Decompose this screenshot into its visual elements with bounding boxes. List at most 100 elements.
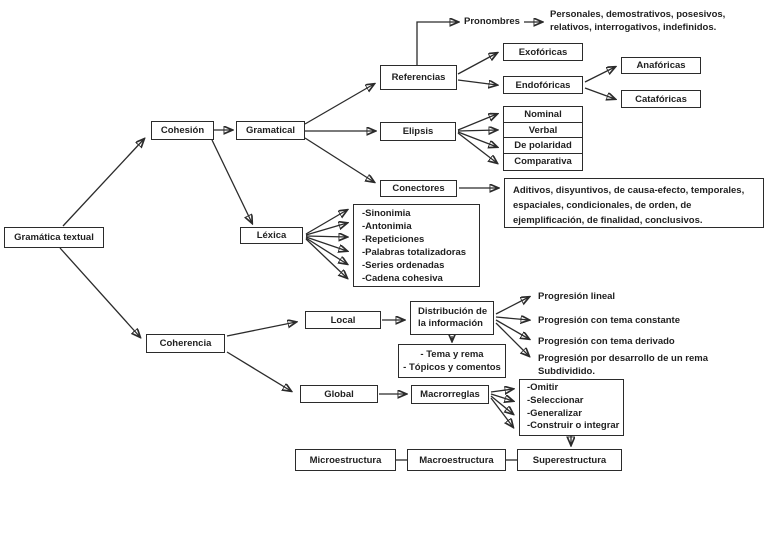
node-label: Microestructura <box>309 454 382 466</box>
node-global: Global <box>300 385 378 403</box>
macrorreglas-item: -Seleccionar <box>527 394 584 406</box>
arrow-coherencia-to-global <box>226 351 291 391</box>
arrow-elipsis-to-comparativa <box>457 132 497 163</box>
node-label: Referencias <box>391 72 446 83</box>
node-label: Conectores <box>392 183 445 194</box>
node-label: Endofóricas <box>515 79 571 91</box>
progresion-item-2: Progresión con tema constante <box>538 315 708 327</box>
node-label: De polaridad <box>514 140 572 151</box>
node-superestructura: Superestructura <box>517 449 622 471</box>
node-label: Macroestructura <box>419 454 494 466</box>
node-gramatica-textual: Gramática textual <box>4 227 104 248</box>
lexica-item: -Antonimia <box>362 220 412 232</box>
arrow-macrorreglas-item-2 <box>490 393 513 401</box>
node-endoforicas: Endofóricas <box>503 76 583 94</box>
pronombres-detail-text: Personales, demostrativos, posesivos, re… <box>550 8 768 34</box>
macrorreglas-item: -Omitir <box>527 381 559 393</box>
node-cataforicas: Catafóricas <box>621 90 701 108</box>
arrow-gramatica-to-cohesion <box>62 139 144 227</box>
node-label: Pronombres <box>464 16 520 27</box>
arrow-referencias-to-exoforicas <box>457 53 497 75</box>
arrow-lexica-item-6 <box>305 238 347 278</box>
arrow-distribucion-to-prog-3 <box>495 319 529 339</box>
macrorreglas-items-box: -Omitir -Seleccionar -Generalizar -Const… <box>519 379 624 436</box>
arrow-cohesion-to-lexica <box>211 139 252 223</box>
node-conectores: Conectores <box>380 180 457 197</box>
node-elipsis-de-polaridad: De polaridad <box>503 137 583 154</box>
node-elipsis-comparativa: Comparativa <box>503 152 583 171</box>
lexica-item: -Sinonimia <box>362 207 411 219</box>
node-label: Catafóricas <box>635 93 687 105</box>
node-label: Cohesión <box>160 125 205 136</box>
node-label: Global <box>324 388 354 400</box>
detail-text: Progresión lineal <box>538 291 616 302</box>
node-lexica: Léxica <box>240 227 303 244</box>
node-label: Verbal <box>528 124 558 136</box>
node-label: Gramatical <box>245 125 296 136</box>
tema-rema-item: - Tema y rema <box>420 349 484 360</box>
node-label-line: la información <box>418 318 483 329</box>
arrow-referencias-to-endoforicas <box>457 79 497 85</box>
node-label: Elipsis <box>402 126 434 137</box>
node-pronombres: Pronombres <box>464 16 522 28</box>
node-gramatical: Gramatical <box>236 121 305 140</box>
node-label: Comparativa <box>514 156 572 167</box>
arrow-lexica-item-5 <box>305 237 347 264</box>
arrow-distribucion-to-prog-4 <box>495 322 529 356</box>
lexica-item: -Series ordenadas <box>362 259 445 271</box>
arrow-lexica-item-2 <box>305 223 347 236</box>
arrow-endoforicas-to-cataforicas <box>584 87 615 99</box>
tema-rema-item: - Tópicos y comentos <box>403 362 501 373</box>
lexica-items-box: -Sinonimia -Antonimia -Repeticiones -Pal… <box>353 204 480 287</box>
arrow-coherencia-to-local <box>226 322 296 337</box>
arrow-elipsis-to-depolaridad <box>457 131 497 147</box>
node-label: Local <box>330 314 356 326</box>
arrow-elipsis-to-nominal <box>457 114 497 131</box>
lexica-item: -Cadena cohesiva <box>362 272 443 284</box>
node-label: Exofóricas <box>518 46 568 58</box>
lexica-item: -Repeticiones <box>362 233 425 245</box>
node-label: Coherencia <box>159 338 212 349</box>
node-label: Léxica <box>256 230 287 241</box>
detail-text: Progresión por desarrollo de un rema Sub… <box>538 353 708 377</box>
arrow-endoforicas-to-anaforicas <box>584 67 615 83</box>
detail-text: Progresión con tema derivado <box>538 336 675 347</box>
arrow-lexica-item-1 <box>305 210 347 235</box>
node-label: Superestructura <box>532 454 607 466</box>
lexica-item: -Palabras totalizadoras <box>362 246 467 258</box>
node-distribucion-informacion: Distribución de la información <box>410 301 494 335</box>
macrorreglas-item: -Construir o integrar <box>527 420 620 432</box>
node-macrorreglas: Macrorreglas <box>411 385 489 404</box>
node-local: Local <box>305 311 381 329</box>
arrow-gramatica-to-coherencia <box>59 247 140 337</box>
node-elipsis-verbal: Verbal <box>503 121 583 139</box>
progresion-item-4: Progresión por desarrollo de un rema Sub… <box>538 352 730 378</box>
arrow-lexica-item-4 <box>305 236 347 251</box>
arrow-elipsis-to-verbal <box>457 130 497 131</box>
node-anaforicas: Anafóricas <box>621 57 701 74</box>
node-label: Macrorreglas <box>420 389 480 400</box>
arrow-distribucion-to-prog-1 <box>495 297 529 315</box>
node-label: Anafóricas <box>636 60 686 71</box>
arrow-distribucion-to-prog-2 <box>495 317 529 320</box>
detail-text: Progresión con tema constante <box>538 315 681 326</box>
node-elipsis: Elipsis <box>380 122 456 141</box>
arrow-macrorreglas-item-1 <box>490 389 513 392</box>
progresion-item-1: Progresión lineal <box>538 291 688 303</box>
node-exoforicas: Exofóricas <box>503 43 583 61</box>
arrow-lexica-item-3 <box>305 236 347 237</box>
detail-text: Personales, demostrativos, posesivos, re… <box>550 9 726 33</box>
detail-text: Aditivos, disyuntivos, de causa-efecto, … <box>513 185 745 226</box>
node-referencias: Referencias <box>380 65 457 90</box>
tema-rema-box: - Tema y rema - Tópicos y comentos <box>398 344 506 378</box>
node-label-line: Distribución de <box>418 306 488 317</box>
arrow-macrorreglas-item-3 <box>490 395 513 414</box>
macrorreglas-item: -Generalizar <box>527 407 582 419</box>
node-microestructura: Microestructura <box>295 449 396 471</box>
node-cohesion: Cohesión <box>151 121 214 140</box>
arrow-referencias-to-pronombres <box>416 22 458 65</box>
node-coherencia: Coherencia <box>146 334 225 353</box>
node-label: Gramática textual <box>14 232 94 243</box>
